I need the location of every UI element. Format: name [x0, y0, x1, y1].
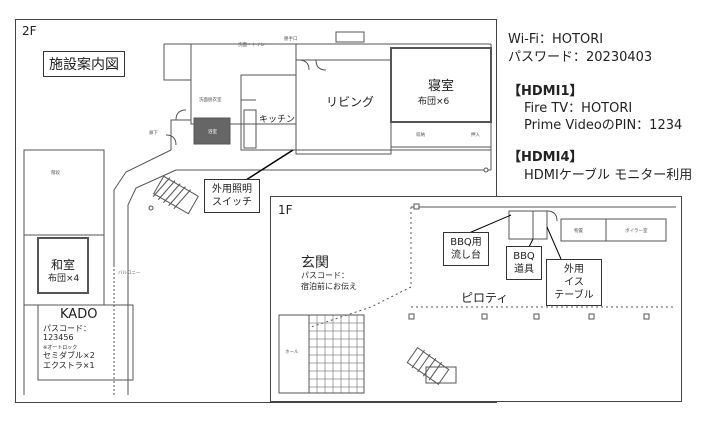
label-sink: 勝手口 — [284, 37, 298, 42]
callout-bbq-sink: BBQ用 流し台 — [443, 232, 489, 266]
room-washitsu: 和室 — [51, 256, 76, 273]
callout-outdoor-furniture: 外用 イス テーブル — [546, 259, 602, 306]
hdmi1-heading: 【HDMI1】 — [508, 84, 583, 99]
room-genkan: 玄関 — [301, 255, 329, 271]
label-storage-1f: 物置 — [574, 229, 583, 234]
label-hall-1f: ホール — [285, 350, 299, 355]
floor2-drawing — [23, 31, 492, 395]
genkan-passcode-label: パスコード： — [301, 271, 349, 280]
bedroom-futon: 布団×6 — [418, 97, 450, 107]
callout-bbq-tools: BBQ 道具 — [506, 246, 542, 280]
callout-bbq-sink-line2: 流し台 — [451, 250, 481, 261]
floor1-drawing — [278, 203, 676, 394]
kado-passcode: 123456 — [43, 333, 74, 342]
callout-outdoor-light-switch: 外用照明 スイッチ — [204, 179, 260, 213]
washitsu-futon: 布団×4 — [48, 271, 80, 284]
label-storage: 押入 — [471, 133, 480, 138]
area-piloti: ピロティ — [461, 291, 509, 305]
kado-semidouble: セミダブル×2 — [43, 351, 95, 360]
callout-furniture-line1: 外用 — [564, 264, 584, 275]
callout-switch-line1: 外用照明 — [212, 184, 252, 195]
floor1-plan: 1F 玄関 パスコード： 宿泊前にお伝え ピロティ ホール 物置 ボイラー室 — [270, 196, 682, 402]
label-stair: 階段 — [51, 171, 60, 176]
callout-bbq-sink-line1: BBQ用 — [450, 237, 482, 248]
callout-bbq-tools-line2: 道具 — [514, 264, 534, 275]
room-kitchen: キッチン — [259, 115, 296, 125]
label-boiler: ボイラー室 — [625, 229, 648, 234]
kado-passcode-label: パスコード： — [43, 324, 91, 333]
label-bath: 浴室 — [208, 130, 217, 135]
kado-autolock: ※オートロック — [43, 345, 78, 351]
callout-furniture-line2: イス — [564, 277, 584, 288]
label-balcony: バルコニー — [118, 271, 141, 276]
label-laundry: 洗面脱衣室 — [199, 98, 222, 103]
genkan-passcode-note: 宿泊前にお伝え — [301, 282, 357, 291]
callout-bbq-tools-line1: BBQ — [513, 251, 535, 262]
hdmi4-heading: 【HDMI4】 — [508, 150, 583, 165]
callout-furniture-line3: テーブル — [554, 290, 594, 301]
room-bedroom: 寝室 — [428, 79, 455, 94]
kado-extra: エクストラ×1 — [43, 361, 95, 370]
hdmi1-line1: Fire TV：HOTORI — [524, 101, 633, 116]
floor2-label: 2F — [22, 24, 37, 38]
hdmi4-line1: HDMIケーブル モニター利用 — [524, 168, 693, 183]
room-living: リビング — [326, 95, 375, 109]
room-kado: KADO — [60, 307, 98, 322]
hdmi1-line2: Prime VideoのPIN：1234 — [524, 118, 683, 133]
floor1-label: 1F — [278, 203, 293, 217]
label-hall: 廊下 — [149, 131, 158, 136]
password-line: パスワード：20230403 — [508, 50, 653, 65]
wifi-line: Wi-Fi：HOTORI — [508, 32, 604, 47]
label-closet: 収納 — [416, 133, 425, 138]
map-title: 施設案内図 — [43, 51, 125, 77]
callout-switch-line2: スイッチ — [212, 197, 252, 208]
label-toilet: 洗面・トイレ — [238, 43, 265, 48]
